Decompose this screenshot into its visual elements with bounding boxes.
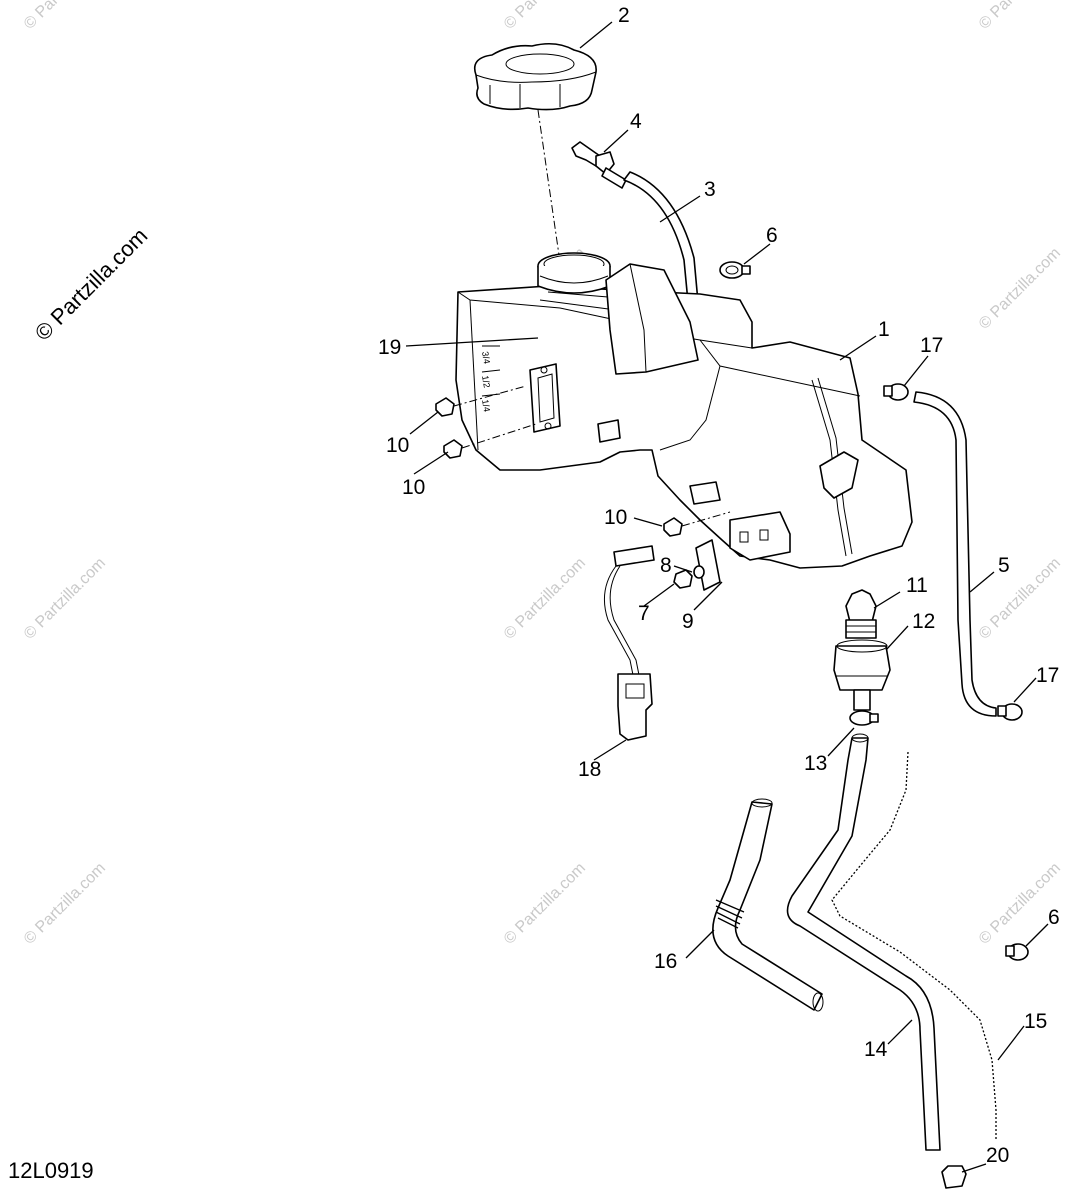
callout-12: 12 [912, 610, 935, 633]
callout-19: 19 [378, 336, 401, 359]
callout-2: 2 [618, 4, 630, 27]
hose-clamp [883, 383, 909, 401]
tank-cap [473, 42, 597, 111]
callout-20: 20 [986, 1144, 1009, 1167]
watermark: © Partzilla.com [21, 860, 109, 948]
callout-10: 10 [402, 476, 425, 499]
callout-4: 4 [630, 110, 642, 133]
svg-text:1/4: 1/4 [480, 399, 492, 413]
hose-clamp-top [719, 261, 751, 279]
drawing-code: 12L0919 [8, 1158, 94, 1183]
hose-spring [831, 751, 997, 1140]
callout-10: 10 [386, 434, 409, 457]
callout-10: 10 [604, 506, 627, 529]
nut [673, 569, 693, 589]
callout-1: 1 [878, 318, 890, 341]
supply-hose [786, 733, 941, 1151]
watermark: © Partzilla.com [501, 555, 589, 643]
callout-3: 3 [704, 178, 716, 201]
bolt [443, 423, 537, 459]
callouts: 2 4 3 6 1 17 19 10 10 10 8 7 9 5 11 12 1… [378, 4, 1060, 1167]
callout-11: 11 [906, 574, 928, 597]
callout-8: 8 [660, 554, 672, 577]
callout-18: 18 [578, 758, 601, 781]
callout-6: 6 [1048, 906, 1060, 929]
oil-filter-strainer [845, 589, 877, 639]
hose-clamp-13 [849, 710, 879, 726]
hose-end-cap [941, 1165, 967, 1189]
callout-13: 13 [804, 752, 827, 775]
watermark: © Partzilla.com [21, 0, 109, 33]
bracket-plate [695, 539, 721, 591]
callout-9: 9 [682, 610, 694, 633]
watermark: © Partzilla.com [501, 860, 589, 948]
callout-15: 15 [1024, 1010, 1047, 1033]
breather-hose [712, 798, 824, 1012]
return-hose [913, 391, 997, 717]
callout-16: 16 [654, 950, 677, 973]
oil-tank: 3/4 1/2 1/4 [455, 252, 913, 569]
bolt [435, 385, 527, 417]
filter-housing [833, 639, 891, 711]
watermark: © Partzilla.com [21, 555, 109, 643]
watermark: © Partzilla.com [976, 860, 1064, 948]
callout-6: 6 [766, 224, 778, 247]
callout-14: 14 [864, 1038, 888, 1061]
watermark: © Partzilla.com [976, 245, 1064, 333]
hose-clamp-bottom [1005, 943, 1029, 961]
callout-17: 17 [1036, 664, 1059, 687]
callout-17: 17 [920, 334, 943, 357]
watermark: © Partzilla.com [976, 555, 1064, 643]
watermark-main: © Partzilla.com [30, 223, 153, 346]
svg-text:3/4: 3/4 [480, 351, 492, 365]
svg-text:1/2: 1/2 [480, 375, 492, 389]
bolt [663, 511, 731, 537]
level-sensor [603, 545, 655, 741]
leader-lines [405, 21, 1049, 1173]
vent-fitting [571, 141, 627, 189]
watermark: © Partzilla.com [501, 0, 589, 33]
callout-5: 5 [998, 554, 1010, 577]
washer [693, 565, 705, 579]
callout-7: 7 [638, 602, 650, 625]
watermark: © Partzilla.com [976, 0, 1064, 33]
hose-clamp [997, 703, 1023, 721]
